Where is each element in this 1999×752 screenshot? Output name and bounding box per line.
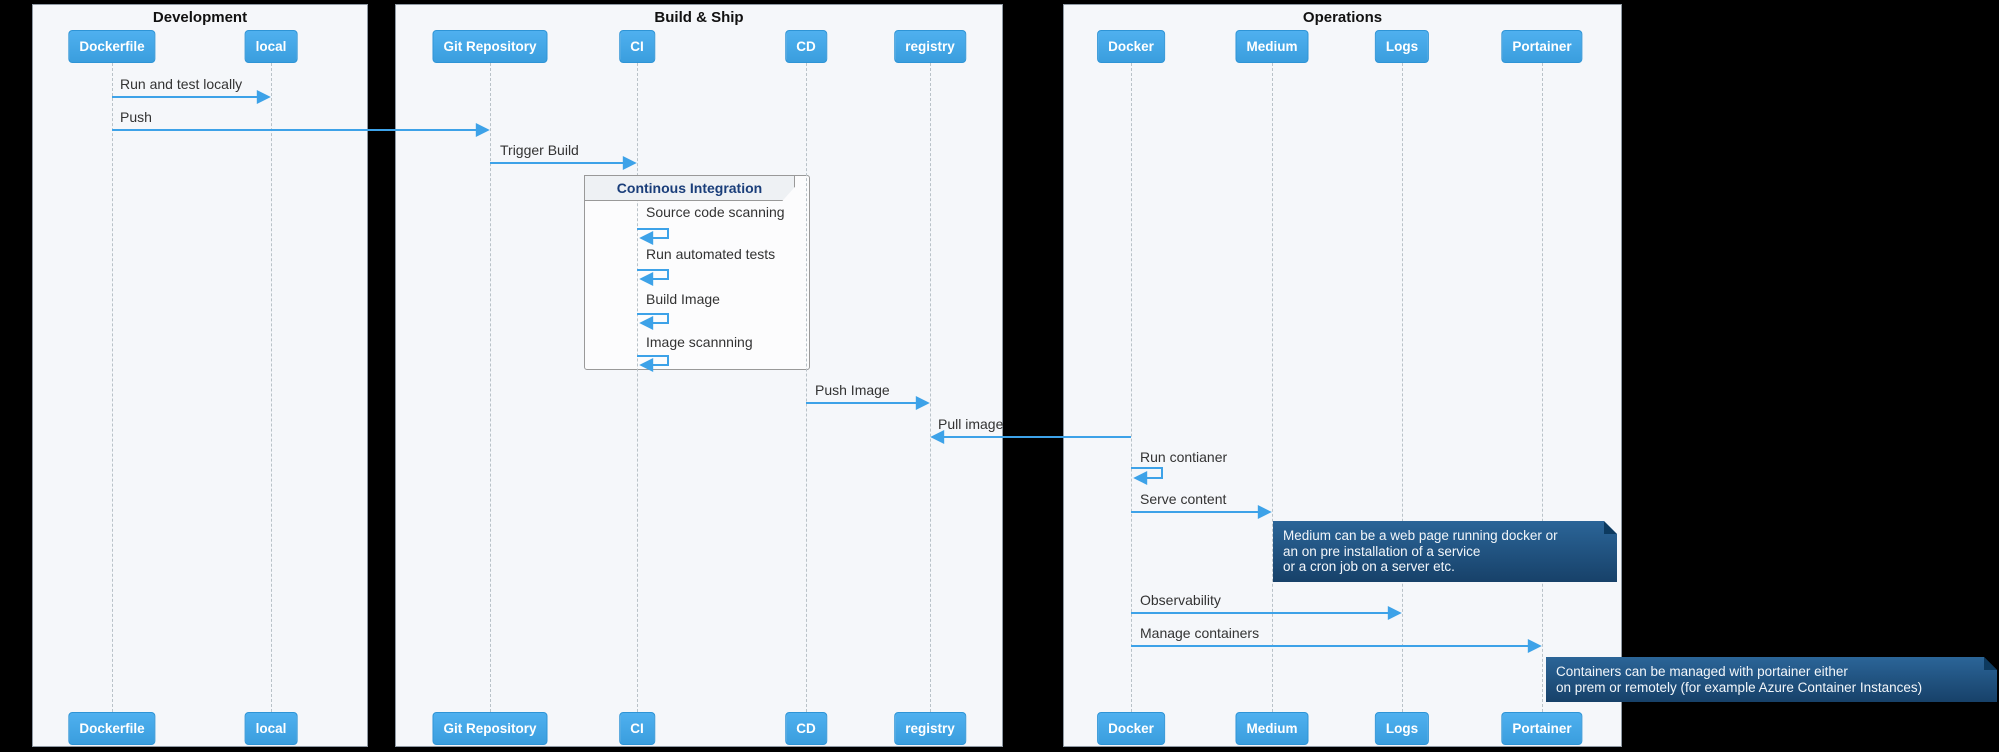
- group-title-operations: Operations: [1302, 9, 1383, 26]
- participant-git-repository-bottom: Git Repository: [432, 712, 548, 745]
- self-message-arrow-source-code-scanning: [637, 228, 669, 245]
- participant-logs-bottom: Logs: [1374, 712, 1430, 745]
- lifeline-dockerfile: [112, 63, 113, 712]
- note-1-line-1: Medium can be a web page running docker …: [1283, 528, 1558, 543]
- message-label-run-and-test-locally: Run and test locally: [120, 76, 243, 92]
- participant-dockerfile-top: Dockerfile: [68, 30, 156, 63]
- message-label-manage-containers: Manage containers: [1140, 625, 1260, 641]
- participant-ci-top: CI: [619, 30, 655, 63]
- participant-medium-top: Medium: [1235, 30, 1309, 63]
- note-1-line-2: an on pre installation of a service: [1283, 543, 1481, 559]
- participant-local-top: local: [244, 30, 298, 63]
- lifeline-git-repository: [490, 63, 491, 712]
- group-box-development: Development: [32, 4, 368, 747]
- participant-cd-bottom: CD: [785, 712, 827, 745]
- lifeline-portainer: [1542, 63, 1543, 712]
- group-box-build-ship: Build & Ship: [395, 4, 1003, 747]
- self-message-arrow-build-image: [637, 313, 669, 330]
- message-label-push-image: Push Image: [815, 382, 890, 398]
- self-message-label-source-code-scanning: Source code scanning: [646, 204, 785, 220]
- self-message-arrow-run-contianer: [1131, 467, 1163, 485]
- self-message-label-build-image: Build Image: [646, 291, 720, 307]
- self-message-label-image-scannning: Image scannning: [646, 334, 753, 350]
- lifeline-cd: [806, 63, 807, 712]
- participant-cd-top: CD: [785, 30, 827, 63]
- self-message-label-run-automated-tests: Run automated tests: [646, 246, 776, 262]
- group-box-operations: Operations: [1063, 4, 1622, 747]
- participant-logs-top: Logs: [1374, 30, 1430, 63]
- message-label-push: Push: [120, 109, 152, 125]
- participant-docker-top: Docker: [1097, 30, 1165, 63]
- message-label-observability: Observability: [1140, 592, 1221, 608]
- participant-portainer-bottom: Portainer: [1501, 712, 1583, 745]
- participant-ci-bottom: CI: [619, 712, 655, 745]
- lifeline-local: [271, 63, 272, 712]
- participant-local-bottom: local: [244, 712, 298, 745]
- message-label-serve-content: Serve content: [1140, 491, 1227, 507]
- message-label-pull-image: Pull image: [938, 416, 1004, 432]
- ci-frame-label: Continous Integration: [584, 175, 795, 201]
- participant-docker-bottom: Docker: [1097, 712, 1165, 745]
- group-title-development: Development: [152, 9, 248, 26]
- note-1-line-3: or a cron job on a server etc.: [1283, 559, 1455, 574]
- self-message-arrow-run-automated-tests: [637, 269, 669, 286]
- participant-registry-bottom: registry: [894, 712, 966, 745]
- self-message-label-run-contianer: Run contianer: [1140, 449, 1228, 465]
- participant-git-repository-top: Git Repository: [432, 30, 548, 63]
- participant-registry-top: registry: [894, 30, 966, 63]
- note-2: Containers can be managed with portainer…: [1546, 657, 1997, 702]
- lifeline-medium: [1272, 63, 1273, 712]
- lifeline-docker: [1131, 63, 1132, 712]
- note-1: Medium can be a web page running docker …: [1273, 521, 1617, 582]
- participant-dockerfile-bottom: Dockerfile: [68, 712, 156, 745]
- group-title-build-ship: Build & Ship: [654, 9, 744, 26]
- note-2-line-2: on prem or remotely (for example Azure C…: [1556, 679, 1923, 695]
- note-2-line-1: Containers can be managed with portainer…: [1556, 664, 1848, 679]
- participant-portainer-top: Portainer: [1501, 30, 1583, 63]
- message-label-trigger-build: Trigger Build: [500, 142, 579, 158]
- lifeline-ci: [637, 63, 638, 712]
- self-message-arrow-image-scannning: [637, 355, 669, 372]
- lifeline-registry: [930, 63, 931, 712]
- lifeline-logs: [1402, 63, 1403, 712]
- participant-medium-bottom: Medium: [1235, 712, 1309, 745]
